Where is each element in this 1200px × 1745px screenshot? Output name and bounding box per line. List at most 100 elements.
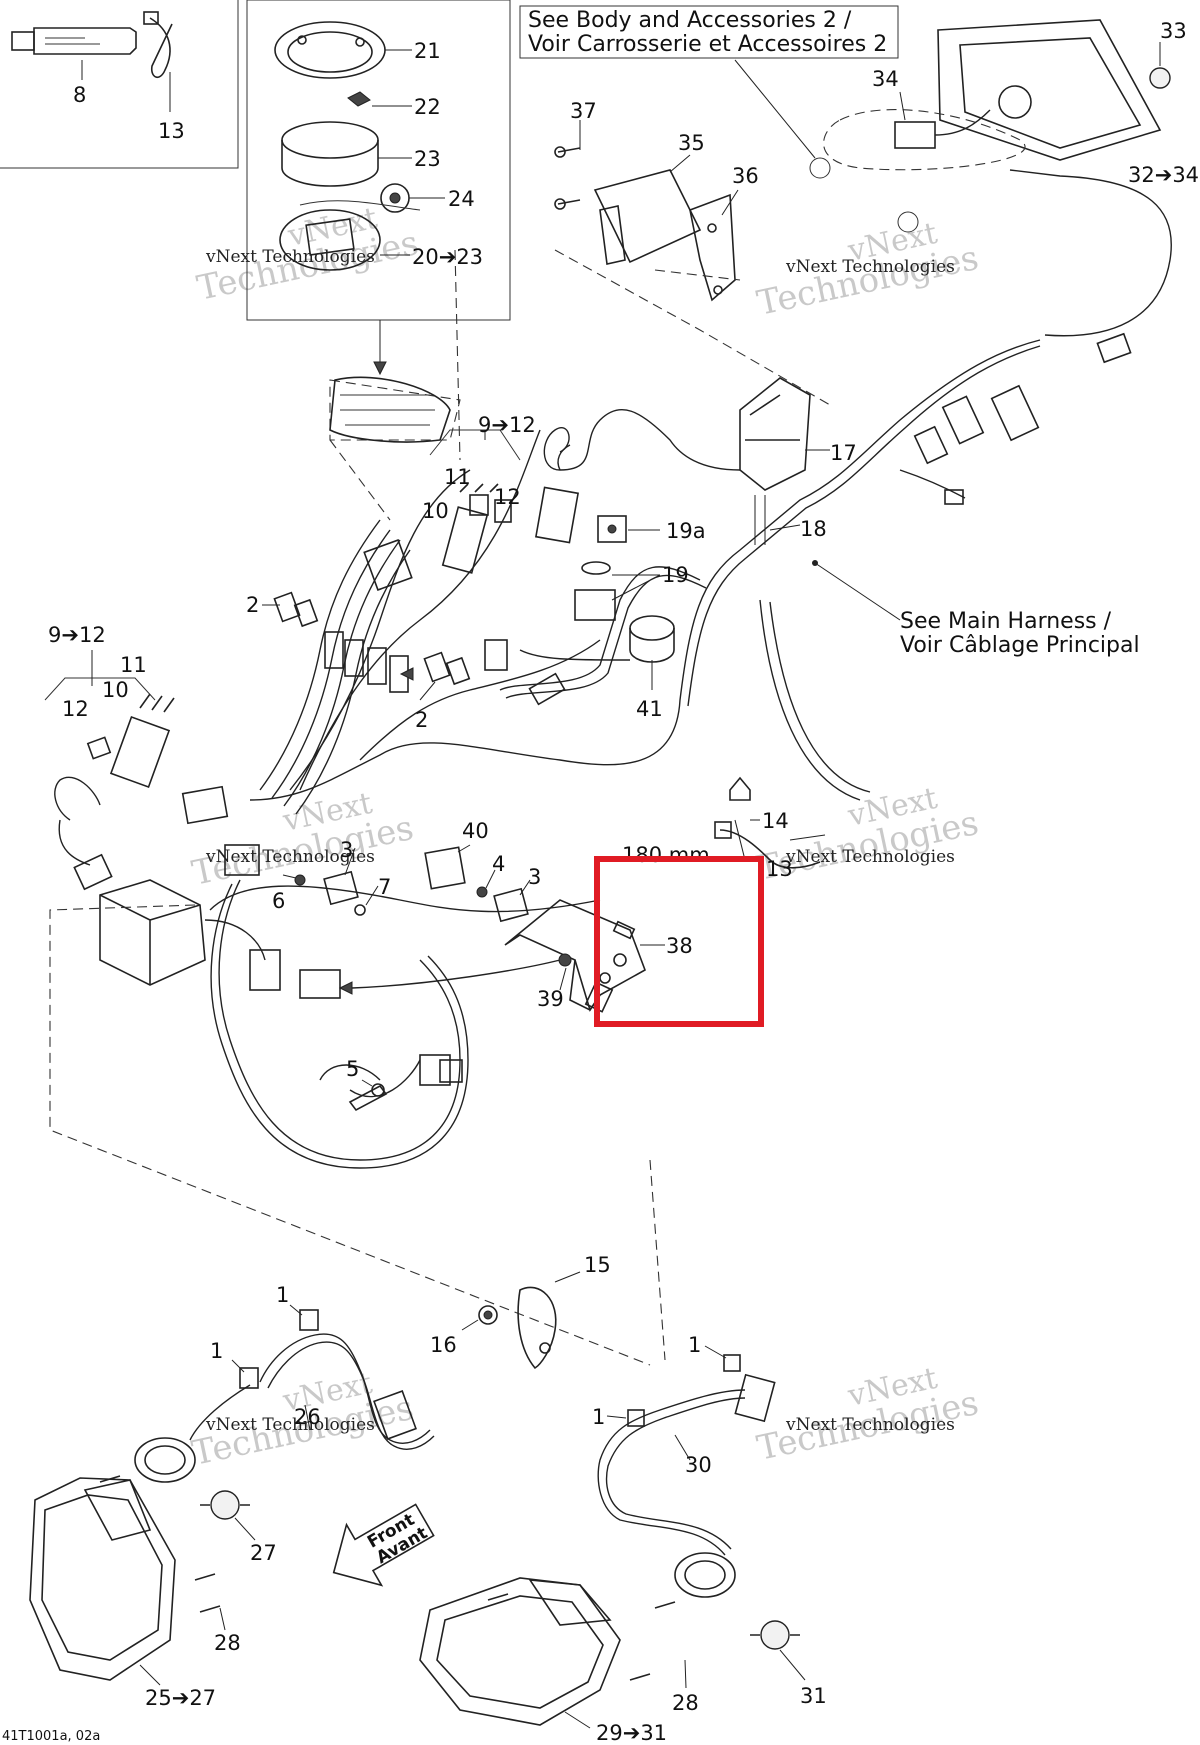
callout-number: 5 bbox=[346, 1057, 359, 1081]
callout-number: 14 bbox=[762, 809, 789, 833]
relay-body bbox=[593, 169, 702, 264]
headlight-socket bbox=[134, 1437, 196, 1483]
headlight-right bbox=[419, 1552, 806, 1729]
headlight-left bbox=[29, 1437, 256, 1686]
note-body-accessories: See Body and Accessories 2 / Voir Carros… bbox=[519, 5, 899, 159]
callout-number: 4 bbox=[492, 852, 505, 876]
callout-number: 13 bbox=[766, 857, 793, 881]
callout-number: 9➔12 bbox=[48, 623, 106, 647]
watermark: vNext Technologies bbox=[754, 1361, 982, 1469]
callout-number: 16 bbox=[430, 1333, 457, 1357]
gauge-bezel-ring bbox=[274, 21, 386, 79]
callout-number: 11 bbox=[444, 465, 471, 489]
callout-number: 9➔12 bbox=[478, 413, 536, 437]
callout-number: 23 bbox=[414, 147, 441, 171]
callout-number: 19 bbox=[662, 563, 689, 587]
callout-number: 36 bbox=[732, 164, 759, 188]
fuse-box bbox=[58, 785, 601, 999]
cable-tie-icon bbox=[143, 11, 173, 78]
callout-number: 3 bbox=[528, 865, 541, 889]
gauge-ghost bbox=[329, 376, 451, 443]
headlight-harness-right bbox=[597, 1345, 776, 1556]
watermark-label: vNext Technologies bbox=[205, 1415, 375, 1435]
callout-number: 180 mm bbox=[622, 843, 710, 867]
watermark-label: vNext Technologies bbox=[205, 847, 375, 867]
callout-number: 24 bbox=[448, 187, 475, 211]
switch-components bbox=[484, 515, 675, 706]
callout-number: 27 bbox=[250, 1541, 277, 1565]
inset-border bbox=[0, 0, 239, 169]
headlight-harness-left bbox=[189, 1304, 435, 1450]
note-main-harness: See Main Harness / Voir Câblage Principa… bbox=[812, 560, 1140, 658]
callout-number: 41 bbox=[636, 697, 663, 721]
callout-number: 1 bbox=[276, 1283, 289, 1307]
main-harness-wires bbox=[54, 169, 1172, 1169]
connector-kit-upper bbox=[363, 429, 580, 591]
callout-number: 28 bbox=[214, 1631, 241, 1655]
callout-number: 38 bbox=[666, 934, 693, 958]
note-line: Voir Carrosserie et Accessoires 2 bbox=[528, 32, 887, 57]
bulb-icon bbox=[210, 1490, 240, 1520]
note-line: Voir Câblage Principal bbox=[900, 633, 1140, 658]
gauge-body bbox=[279, 209, 381, 271]
component-17 bbox=[739, 377, 830, 545]
callout-number: 31 bbox=[800, 1684, 827, 1708]
highlight-box-item-38 bbox=[594, 856, 764, 1027]
watermark-label: vNext Technologies bbox=[785, 257, 955, 277]
callout-number: 3 bbox=[340, 838, 353, 862]
note-line: See Body and Accessories 2 / bbox=[528, 8, 852, 33]
callout-number: 26 bbox=[294, 1405, 321, 1429]
callout-number: 30 bbox=[685, 1453, 712, 1477]
callout-number: 1 bbox=[688, 1333, 701, 1357]
gauge-clip bbox=[347, 91, 371, 107]
callout-number: 19a bbox=[666, 519, 706, 543]
callout-number: 11 bbox=[120, 653, 147, 677]
callout-number: 8 bbox=[73, 83, 86, 107]
callout-number: 1 bbox=[592, 1405, 605, 1429]
callout-number: 12 bbox=[62, 697, 89, 721]
callout-number: 12 bbox=[494, 485, 521, 509]
callout-number: 28 bbox=[672, 1691, 699, 1715]
callout-number: 7 bbox=[378, 875, 391, 899]
callout-number: 40 bbox=[462, 819, 489, 843]
callout-number: 10 bbox=[422, 499, 449, 523]
drawing-reference: 41T1001a, 02a bbox=[2, 1729, 100, 1744]
inset-gauge bbox=[246, 0, 511, 376]
tail-light-assembly bbox=[809, 19, 1171, 233]
callout-number: 13 bbox=[158, 119, 185, 143]
bracket-38 bbox=[504, 899, 665, 1013]
callout-number: 2 bbox=[246, 593, 259, 617]
watermark-group: vNext Technologies vNext Technologies vN… bbox=[189, 201, 982, 1474]
callout-number: 37 bbox=[570, 99, 597, 123]
bulb-icon bbox=[760, 1620, 790, 1650]
callout-number: 25➔27 bbox=[145, 1686, 216, 1710]
callout-number: 33 bbox=[1160, 19, 1187, 43]
component-5 bbox=[348, 1054, 463, 1112]
callout-number: 34 bbox=[872, 67, 899, 91]
callout-number: 20➔23 bbox=[412, 245, 483, 269]
inset-consumables bbox=[0, 0, 239, 169]
callout-number: 29➔31 bbox=[596, 1721, 667, 1745]
watermark-label: vNext Technologies bbox=[785, 847, 955, 867]
gauge-ghost-outline bbox=[329, 379, 461, 441]
dashed-links bbox=[49, 249, 666, 1366]
gauge-lens bbox=[281, 121, 379, 159]
callout-number: 15 bbox=[584, 1253, 611, 1277]
clips-2 bbox=[262, 591, 471, 701]
callout-labels: 8 13 21 22 23 24 20➔23 37 35 36 34 33 32… bbox=[48, 19, 1199, 1745]
connector-kit-left bbox=[44, 650, 175, 789]
inset-border bbox=[246, 0, 511, 321]
grease-tube-icon bbox=[11, 27, 137, 55]
callout-number: 18 bbox=[800, 517, 827, 541]
callout-number: 1 bbox=[210, 1339, 223, 1363]
relay-bracket bbox=[689, 193, 736, 302]
callout-number: 17 bbox=[830, 441, 857, 465]
callout-number: 21 bbox=[414, 39, 441, 63]
callout-number: 35 bbox=[678, 131, 705, 155]
callout-number: 22 bbox=[414, 95, 441, 119]
connector-cluster-right bbox=[899, 332, 1132, 505]
callout-number: 6 bbox=[272, 889, 285, 913]
note-line: See Main Harness / bbox=[900, 609, 1112, 634]
front-direction-arrow: Front Avant bbox=[332, 1503, 435, 1587]
